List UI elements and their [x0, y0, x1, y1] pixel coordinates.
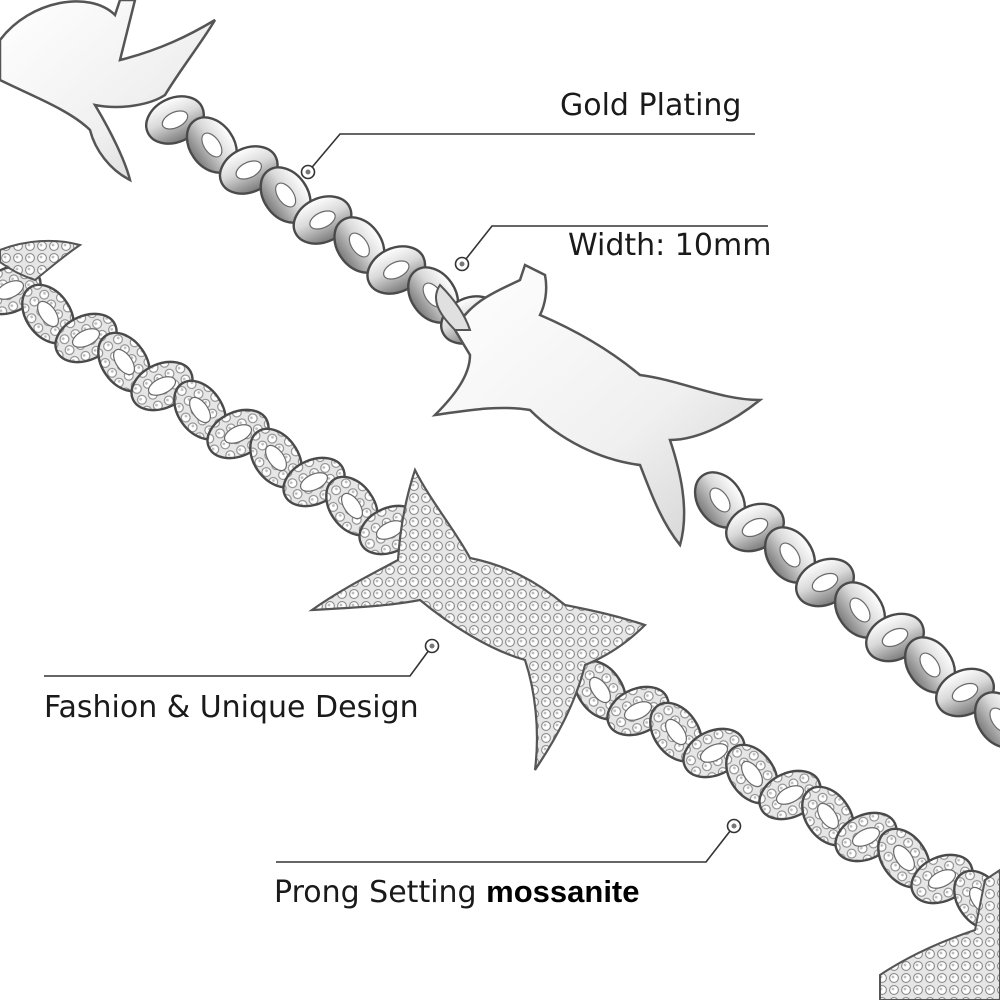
- chain-link-hole: [201, 132, 223, 158]
- callout-prong-setting: Prong Setting mossanite: [274, 874, 640, 911]
- plain-cuban-chain: [0, 0, 1000, 749]
- prong-setting-text: Prong Setting: [274, 875, 477, 910]
- chain-link-hole: [849, 597, 871, 623]
- marker-ring-icon: [726, 818, 742, 834]
- chain-link-hole: [741, 760, 763, 788]
- chain-link-hole: [341, 492, 363, 520]
- chain-link-hole: [223, 424, 253, 444]
- leader-line-gold: [307, 133, 755, 173]
- chain-link-hole: [741, 517, 769, 538]
- barb-bar-top-left: [0, 0, 217, 183]
- iced-chain-links: [0, 264, 1000, 931]
- chain-link-hole: [309, 210, 336, 230]
- chain-link-hole: [113, 348, 135, 376]
- chain-link-hole: [699, 743, 729, 763]
- iced-cuban-chain: [0, 239, 1000, 1000]
- chain-link-hole: [893, 844, 915, 872]
- chain-link-hole: [989, 707, 1000, 733]
- chain-link-hole: [779, 542, 801, 568]
- chain-link-hole: [161, 110, 189, 130]
- marker-rings: [300, 164, 742, 834]
- chain-link-hole: [71, 328, 101, 348]
- chain-link-hole: [147, 376, 177, 396]
- chain-link-hole: [382, 260, 410, 280]
- barb-bar-middle: [431, 263, 764, 548]
- chain-link-hole: [709, 487, 731, 513]
- stone-type-text: mossanite: [486, 874, 640, 909]
- chain-link-hole: [37, 300, 59, 328]
- marker-ring-icon: [424, 638, 440, 654]
- chain-link-hole: [919, 652, 941, 678]
- chain-link-hole: [951, 682, 979, 703]
- chain-link-hole: [927, 869, 957, 889]
- iced-barb-center: [308, 467, 648, 771]
- chain-link-hole: [235, 160, 263, 180]
- iced-barb-bottom-right: [879, 868, 1000, 1000]
- chain-link-hole: [851, 827, 881, 847]
- chain-link-hole: [589, 676, 611, 704]
- marker-ring-icon: [300, 164, 316, 180]
- chain-link-hole: [811, 572, 839, 593]
- chain-link-hole: [665, 718, 687, 746]
- chain-link-hole: [775, 785, 805, 805]
- callout-width: Width: 10mm: [568, 228, 772, 263]
- chain-link-hole: [348, 232, 370, 258]
- chain-link-hole: [299, 472, 329, 492]
- marker-ring-icon: [454, 256, 470, 272]
- chain-link-hole: [623, 701, 653, 721]
- leader-line-design: [44, 645, 433, 677]
- chain-link-hole: [265, 444, 287, 472]
- leader-line-width: [461, 225, 768, 265]
- leader-lines: [44, 133, 768, 863]
- iced-barb-top-left: [0, 239, 83, 282]
- chain-link-hole: [275, 182, 297, 208]
- leader-line-prong: [276, 825, 735, 863]
- chain-link: [973, 691, 1000, 749]
- chain-link-hole: [881, 627, 909, 648]
- barb-spike: [435, 283, 472, 331]
- chain-link-hole: [817, 802, 839, 830]
- chain-link-hole: [189, 396, 211, 424]
- callout-design: Fashion & Unique Design: [44, 690, 419, 725]
- chain-link-hole: [0, 280, 25, 300]
- callout-gold-plating: Gold Plating: [560, 88, 742, 123]
